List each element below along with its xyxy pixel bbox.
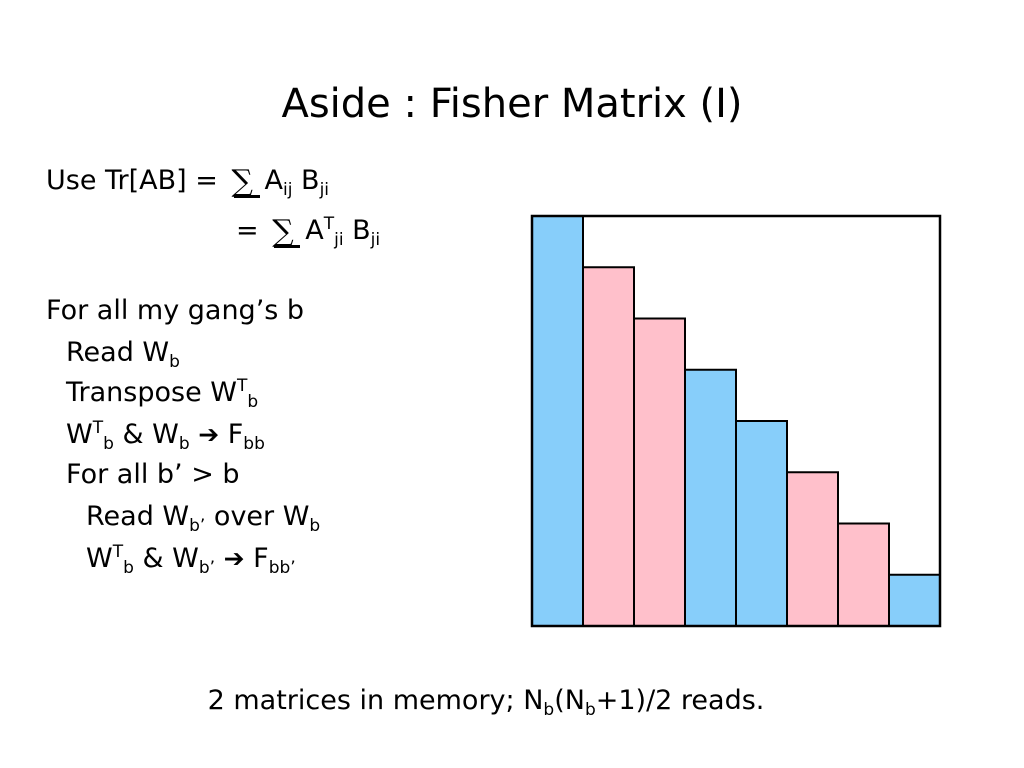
chart-bar-6 (786, 471, 839, 627)
transpose-superscript: T (323, 214, 335, 234)
chart-bar-1 (531, 215, 584, 627)
algorithm-product2-step: WTb & Wb’ ➔ Fbb’ (86, 542, 296, 578)
term-a-subscript: ij (283, 180, 293, 200)
algorithm-transpose-step: Transpose WTb (66, 376, 259, 412)
identity-line-1: Use Tr[AB] = ∑Aij Bji (46, 162, 329, 200)
identity-line-1-prefix: Use Tr[AB] = (46, 165, 218, 196)
identity-line-2: = ∑ATji Bji (236, 212, 380, 250)
algorithm-read2-step: Read Wb’ over Wb (86, 501, 321, 536)
algorithm-loop-inner: For all b’ > b (66, 459, 240, 490)
right-arrow-icon: ➔ (223, 544, 245, 573)
chart-bar-8 (888, 573, 941, 627)
chart-bar-4 (684, 368, 737, 627)
chart-frame (530, 214, 942, 628)
summation-icon: ∑ (231, 165, 261, 199)
chart-bar-5 (735, 420, 788, 627)
staircase-chart (530, 214, 942, 628)
term-b: B (352, 215, 371, 246)
slide-title: Aside : Fisher Matrix (I) (281, 81, 743, 127)
term-b-subscript: ji (319, 180, 330, 200)
term-a-transpose: A (305, 215, 324, 246)
term-b-subscript: ji (370, 230, 381, 250)
algorithm-loop-outer: For all my gang’s b (46, 295, 305, 326)
algorithm-product-step: WTb & Wb ➔ Fbb (66, 418, 265, 454)
chart-bar-7 (837, 522, 890, 627)
chart-bar-3 (633, 317, 686, 627)
identity-line-2-prefix: = (236, 215, 259, 246)
chart-bar-2 (582, 266, 635, 627)
summation-icon: ∑ (271, 215, 301, 249)
algorithm-read-step: Read Wb (66, 337, 180, 372)
term-a-transpose-subscript: ji (334, 230, 344, 250)
right-arrow-icon: ➔ (198, 420, 220, 449)
footer-note: 2 matrices in memory; Nb(Nb+1)/2 reads. (207, 685, 765, 720)
term-b: B (301, 165, 320, 196)
term-a: A (264, 165, 283, 196)
